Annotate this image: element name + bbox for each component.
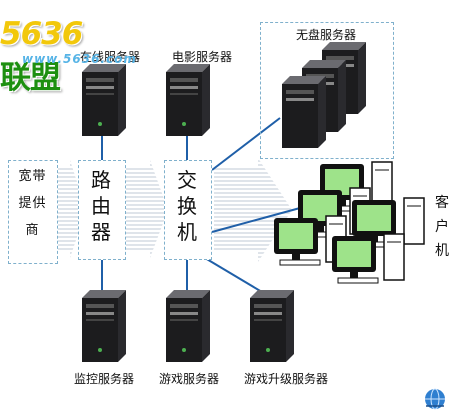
isp-label: 宽带 提供 商 [18,169,46,238]
diskless-server-label: 无盘服务器 [296,28,357,42]
isp-box [8,160,58,264]
flow-arrow-1 [56,160,86,258]
client-computer-icon [332,233,405,284]
server-icon [250,290,294,362]
monitor-server-label: 监控服务器 [74,372,135,386]
flow-arrow-3 [214,158,292,262]
switch-label: 交 换 机 [177,168,197,244]
server-icon [166,64,210,136]
globe-icon [425,388,445,410]
client-label: 客 户 机 [435,195,449,259]
server-icon [82,290,126,362]
flow-arrow-2 [124,160,168,258]
router-box [78,160,126,260]
client-computer-icon [274,215,347,266]
server-icon [82,64,126,136]
server-icon [282,76,326,148]
cut-server-label: 在线服务器 [80,50,141,64]
router-label: 路 由 器 [91,168,111,244]
game-server-label: 游戏服务器 [159,372,220,386]
movie-server-label: 电影服务器 [172,50,233,64]
watermark-brand: 联盟 [0,60,61,96]
game-update-server-label: 游戏升级服务器 [244,372,329,386]
watermark-number: 5636 [0,16,83,52]
server-icon [166,290,210,362]
watermark-url: www.5636.com [22,52,137,66]
diskless-server-group-box [260,22,394,159]
switch-box [164,160,212,260]
client-computer-icon [352,197,425,248]
